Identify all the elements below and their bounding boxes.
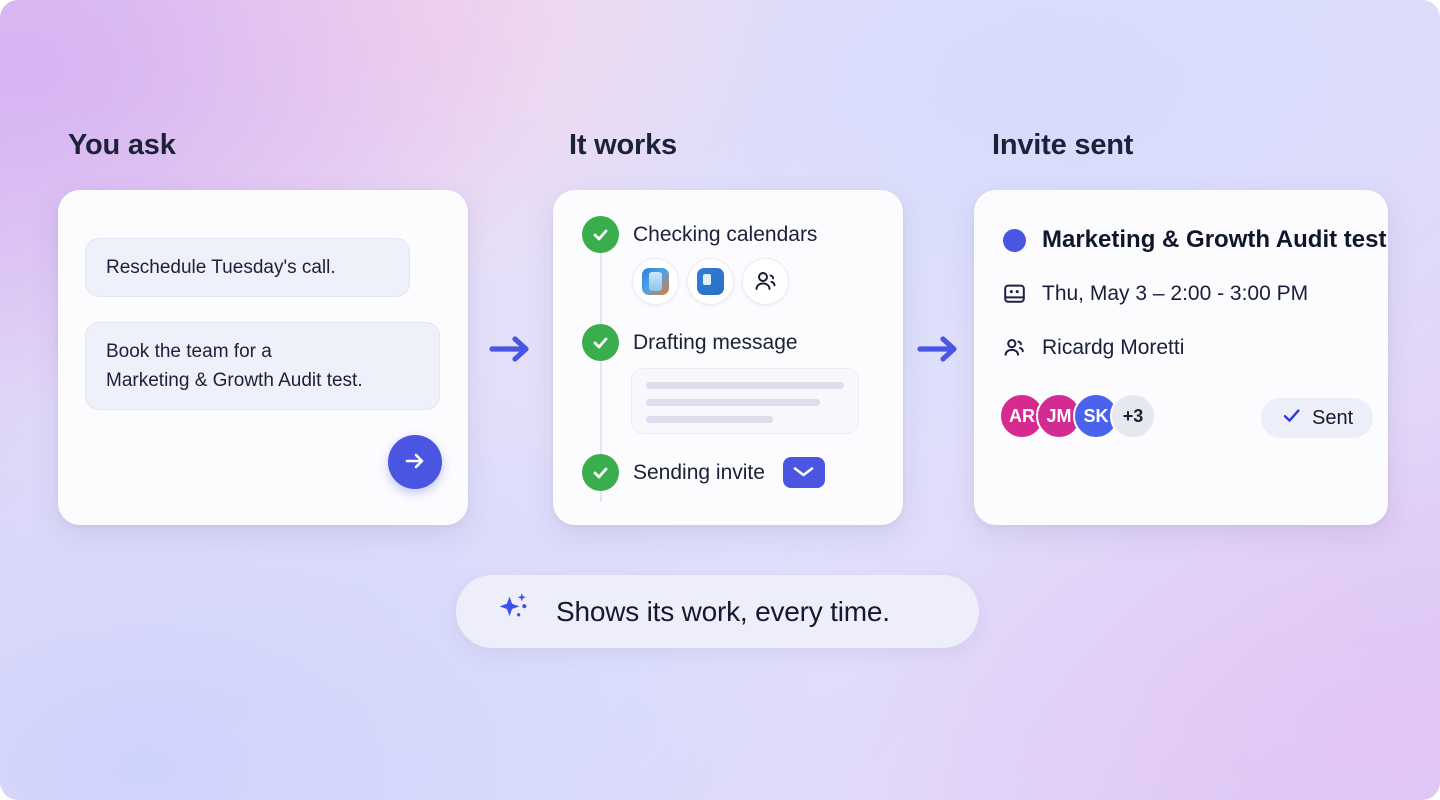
people-icon (1001, 335, 1027, 360)
attendee-avatar-stack: AR JM SK +3 (999, 393, 1156, 439)
skeleton-line (646, 399, 821, 406)
avatar-overflow-count[interactable]: +3 (1110, 393, 1156, 439)
status-badge-label: Sent (1312, 406, 1354, 429)
calendar-icon (1001, 281, 1027, 306)
progress-step: Drafting message (582, 324, 798, 361)
arrow-right-icon (486, 332, 536, 371)
invite-sent-card: Marketing & Growth Audit test Thu, May 3… (974, 190, 1388, 525)
event-datetime: Thu, May 3 – 2:00 - 3:00 PM (1042, 281, 1309, 305)
progress-step-label: Checking calendars (633, 222, 818, 246)
timeline-rail (600, 252, 602, 502)
you-ask-card: Reschedule Tuesday's call. Book the team… (58, 190, 468, 525)
calendar-app-tile (642, 268, 669, 295)
draft-preview-placeholder (631, 368, 859, 434)
tagline-pill: Shows its work, every time. (456, 575, 979, 648)
calendar-app-icon[interactable] (632, 258, 679, 305)
check-circle-icon (582, 454, 619, 491)
event-guests-row: Ricardg Moretti (1001, 335, 1184, 360)
tagline-text: Shows its work, every time. (556, 595, 890, 627)
arrow-right-icon (914, 332, 964, 371)
app-chip-group (632, 258, 789, 305)
column-heading-it-works: It works (569, 129, 677, 161)
check-icon (1281, 405, 1302, 431)
skeleton-line (646, 416, 773, 423)
status-badge[interactable]: Sent (1261, 398, 1374, 438)
event-guest-name: Ricardg Moretti (1042, 335, 1185, 359)
event-time-row: Thu, May 3 – 2:00 - 3:00 PM (1001, 281, 1308, 306)
column-heading-you-ask: You ask (68, 129, 176, 161)
user-message-line-1: Book the team for a (106, 341, 272, 362)
user-message-text: Reschedule Tuesday's call. (106, 257, 336, 278)
check-circle-icon (582, 216, 619, 253)
people-icon[interactable] (742, 258, 789, 305)
user-message-bubble: Book the team for a Marketing & Growth A… (85, 322, 440, 410)
progress-step: Checking calendars (582, 216, 817, 253)
flow-arrow-1 (484, 324, 538, 378)
sparkle-icon (496, 589, 536, 634)
column-heading-invite-sent: Invite sent (992, 129, 1134, 161)
event-title: Marketing & Growth Audit test (1042, 226, 1387, 253)
it-works-card: Checking calendars (553, 190, 903, 525)
event-color-dot (1001, 228, 1027, 252)
progress-step-label: Sending invite (633, 460, 765, 484)
flow-arrow-2 (912, 324, 966, 378)
chat-app-tile (697, 268, 724, 295)
skeleton-line (646, 382, 844, 389)
arrow-right-icon (402, 448, 428, 477)
user-message-bubble: Reschedule Tuesday's call. (85, 238, 410, 297)
progress-step: Sending invite (582, 454, 825, 491)
send-button[interactable] (388, 435, 442, 489)
event-title-row: Marketing & Growth Audit test (1001, 226, 1386, 254)
check-circle-icon (582, 324, 619, 361)
user-message-line-2: Marketing & Growth Audit test. (106, 370, 363, 391)
chat-app-icon[interactable] (687, 258, 734, 305)
envelope-icon[interactable] (782, 457, 825, 488)
progress-step-label: Drafting message (633, 330, 798, 354)
avatar[interactable]: AR (999, 393, 1045, 439)
